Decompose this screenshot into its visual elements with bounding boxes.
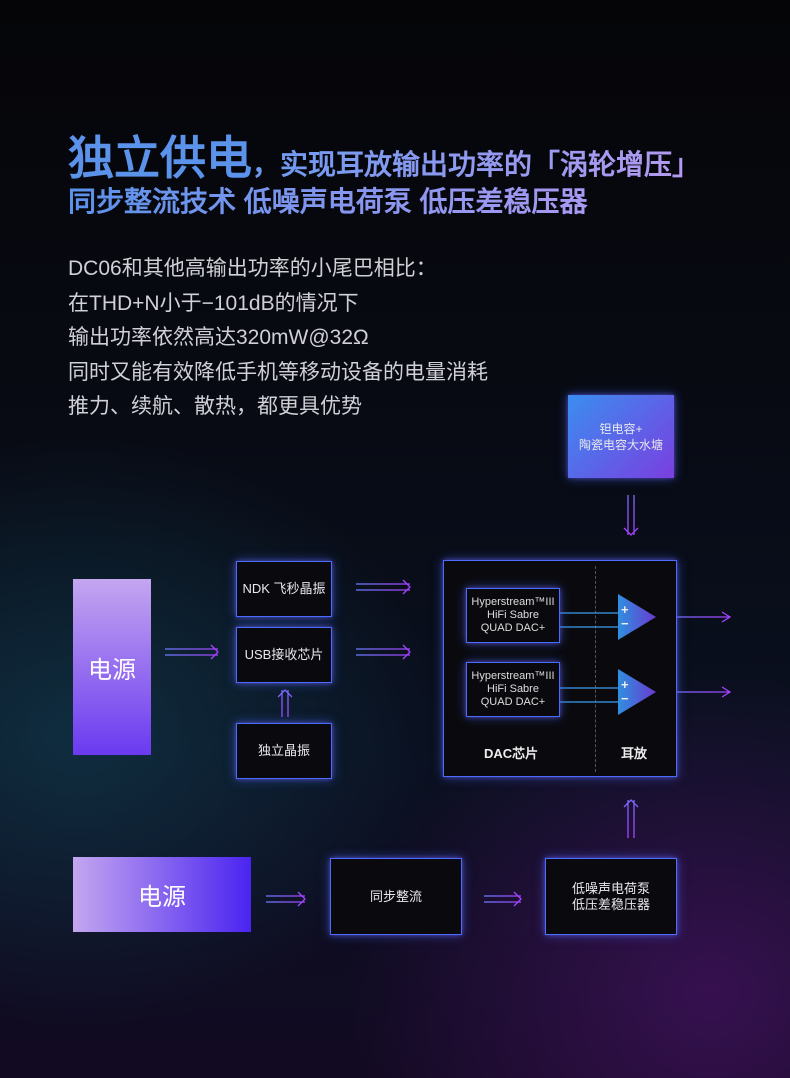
amp-triangle-1 bbox=[618, 594, 656, 640]
plus-sign: + bbox=[621, 602, 629, 617]
headline-line2: 同步整流技术 低噪声电荷泵 低压差稳压器 bbox=[68, 180, 588, 220]
capacitor-box: 钽电容+ 陶瓷电容大水塘 bbox=[568, 395, 674, 478]
usb-receiver-box: USB接收芯片 bbox=[236, 627, 332, 683]
crystal-oscillator-box: 独立晶振 bbox=[236, 723, 332, 779]
arrow-power-to-sync bbox=[266, 891, 306, 907]
plus-sign: + bbox=[621, 677, 629, 692]
arrow-usb-to-dac bbox=[356, 644, 411, 660]
dac-chip-2: Hyperstream™III HiFi Sabre QUAD DAC+ bbox=[466, 662, 560, 717]
description-line: DC06和其他高输出功率的小尾巴相比： bbox=[68, 257, 437, 280]
regulator-box: 低噪声电荷泵 低压差稳压器 bbox=[545, 858, 677, 935]
description-line: 推力、续航、散热，都更具优势 bbox=[68, 395, 362, 418]
amp-label: 耳放 bbox=[621, 746, 648, 761]
power-source-bottom: 电源 bbox=[73, 857, 251, 932]
dac-label: DAC芯片 bbox=[484, 746, 539, 761]
arrow-crystal-to-usb bbox=[277, 689, 293, 717]
headline-line1: 独立供电，实现耳放输出功率的「涡轮增压」 bbox=[68, 122, 700, 188]
description-line: 同时又能有效降低手机等移动设备的电量消耗 bbox=[68, 360, 488, 384]
minus-sign: − bbox=[621, 691, 629, 706]
arrow-regulator-to-dac bbox=[623, 799, 639, 838]
minus-sign: − bbox=[621, 616, 629, 631]
description: DC06和其他高输出功率的小尾巴相比： 在THD+N小于−101dB的情况下 输… bbox=[68, 252, 488, 425]
amp-triangle-2 bbox=[618, 669, 656, 715]
arrow-sync-to-regulator bbox=[484, 891, 522, 907]
arrow-capacitor-to-dac bbox=[623, 495, 639, 536]
description-line: 输出功率依然高达320mW@32Ω bbox=[68, 326, 369, 349]
arrow-power-to-usb bbox=[165, 644, 219, 660]
description-line: 在THD+N小于−101dB的情况下 bbox=[68, 291, 359, 315]
headline-rest: ，实现耳放输出功率的「涡轮增压」 bbox=[252, 149, 701, 180]
sync-rectifier-box: 同步整流 bbox=[330, 858, 462, 935]
ndk-oscillator-box: NDK 飞秒晶振 bbox=[236, 561, 332, 617]
dac-wiring bbox=[560, 594, 656, 715]
divider bbox=[595, 566, 596, 772]
arrow-ndk-to-dac bbox=[356, 579, 411, 595]
dac-chip-1: Hyperstream™III HiFi Sabre QUAD DAC+ bbox=[466, 588, 560, 643]
headline-emphasis: 独立供电 bbox=[68, 132, 252, 184]
power-source-top: 电源 bbox=[73, 579, 151, 755]
